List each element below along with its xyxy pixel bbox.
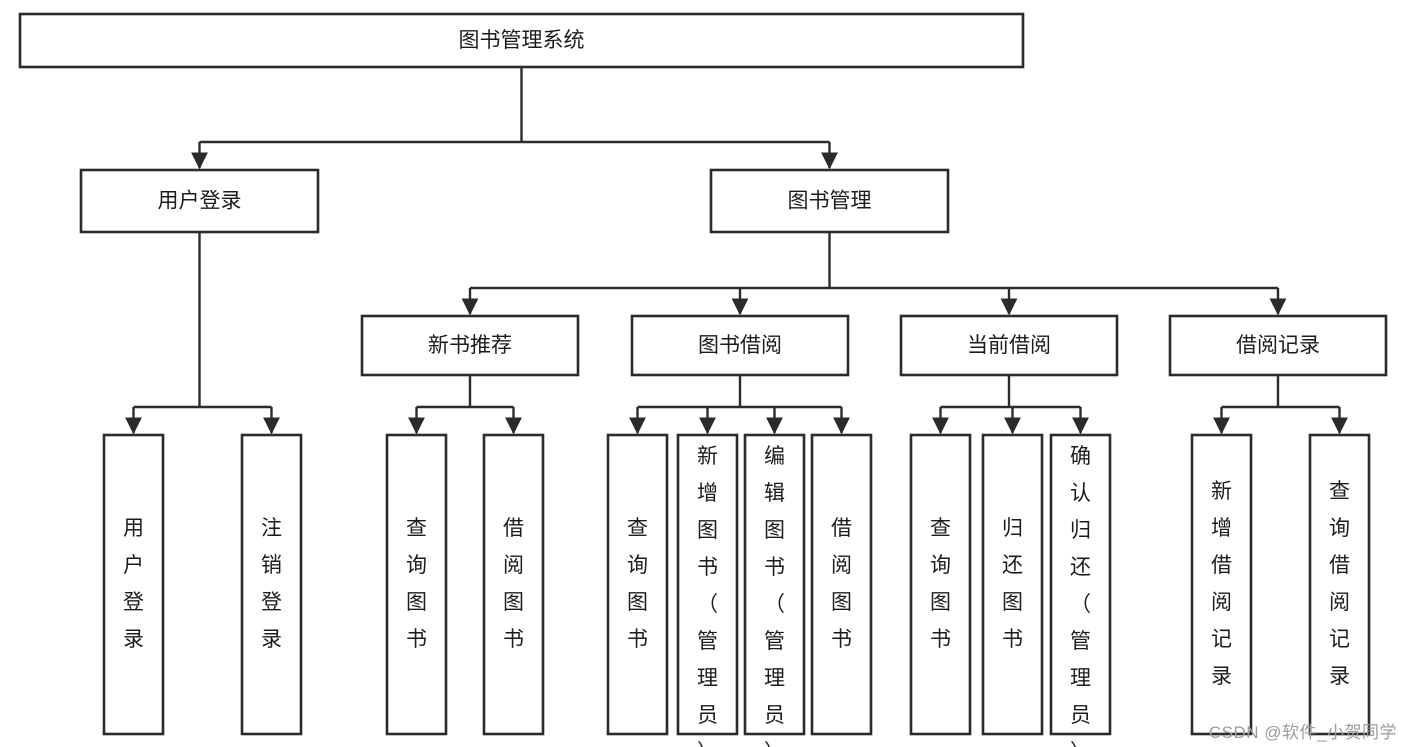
connector-layer	[125, 67, 1348, 435]
node-label-leaf4: 借阅图书	[503, 517, 524, 651]
node-box-leaf1[interactable]	[102, 433, 165, 736]
node-leaf5[interactable]: 查询图书	[606, 433, 669, 736]
node-label-leaf13: 查询借阅记录	[1329, 480, 1350, 688]
node-record[interactable]: 借阅记录	[1168, 314, 1388, 377]
node-box-leaf13[interactable]	[1308, 433, 1371, 736]
node-leaf2[interactable]: 注销登录	[240, 433, 303, 736]
node-leaf1[interactable]: 用户登录	[102, 433, 165, 736]
node-label-root: 图书管理系统	[459, 29, 585, 52]
node-label-leaf10: 归还图书	[1002, 517, 1023, 651]
node-login[interactable]: 用户登录	[79, 168, 320, 234]
node-root[interactable]: 图书管理系统	[18, 12, 1025, 69]
connector-group-login	[125, 232, 280, 435]
node-box-newbook[interactable]	[360, 314, 580, 377]
node-box-leaf4[interactable]	[482, 433, 545, 736]
node-label-leaf8: 借阅图书	[831, 517, 852, 651]
node-label-leaf9: 查询图书	[930, 517, 951, 651]
node-leaf3[interactable]: 查询图书	[385, 433, 448, 736]
node-leaf9[interactable]: 查询图书	[909, 433, 972, 736]
node-label-leaf6: 新增图书（管理员）	[697, 445, 718, 747]
node-leaf8[interactable]: 借阅图书	[810, 433, 873, 736]
node-label-login: 用户登录	[158, 190, 242, 213]
node-box-leaf5[interactable]	[606, 433, 669, 736]
node-box-record[interactable]	[1168, 314, 1388, 377]
node-label-bookmgmt: 图书管理	[788, 190, 872, 213]
node-label-leaf1: 用户登录	[123, 517, 144, 651]
node-newbook[interactable]: 新书推荐	[360, 314, 580, 377]
node-box-leaf3[interactable]	[385, 433, 448, 736]
node-label-leaf2: 注销登录	[261, 517, 282, 651]
node-box-leaf10[interactable]	[981, 433, 1044, 736]
node-box-leaf11[interactable]	[1049, 433, 1112, 736]
node-box-leaf2[interactable]	[240, 433, 303, 736]
node-box-bookmgmt[interactable]	[709, 168, 950, 234]
connector-group-borrow	[629, 375, 850, 435]
node-box-current[interactable]	[899, 314, 1119, 377]
node-label-leaf11: 确认归还（管理员）	[1070, 445, 1091, 747]
node-leaf4[interactable]: 借阅图书	[482, 433, 545, 736]
connector-group-root	[191, 67, 838, 170]
node-borrow[interactable]: 图书借阅	[630, 314, 850, 377]
node-label-borrow: 图书借阅	[698, 334, 782, 357]
node-box-borrow[interactable]	[630, 314, 850, 377]
node-label-leaf7: 编辑图书（管理员）	[764, 445, 785, 747]
node-box-leaf8[interactable]	[810, 433, 873, 736]
node-label-leaf5: 查询图书	[627, 517, 648, 651]
node-box-leaf12[interactable]	[1190, 433, 1253, 736]
node-leaf11[interactable]: 确认归还（管理员）	[1049, 433, 1112, 747]
node-leaf13[interactable]: 查询借阅记录	[1308, 433, 1371, 736]
connector-group-current	[932, 375, 1089, 435]
node-box-leaf7[interactable]	[743, 433, 806, 736]
connector-group-newbook	[408, 375, 522, 435]
node-label-current: 当前借阅	[967, 334, 1051, 357]
node-leaf7[interactable]: 编辑图书（管理员）	[743, 433, 806, 747]
node-current[interactable]: 当前借阅	[899, 314, 1119, 377]
node-leaf12[interactable]: 新增借阅记录	[1190, 433, 1253, 736]
connector-group-bookmgmt	[461, 232, 1287, 316]
node-box-login[interactable]	[79, 168, 320, 234]
node-label-leaf12: 新增借阅记录	[1211, 480, 1232, 688]
node-leaf10[interactable]: 归还图书	[981, 433, 1044, 736]
connector-group-record	[1213, 375, 1348, 435]
node-layer: 图书管理系统用户登录图书管理新书推荐图书借阅当前借阅借阅记录用户登录注销登录查询…	[18, 12, 1388, 747]
node-leaf6[interactable]: 新增图书（管理员）	[676, 433, 739, 747]
node-label-leaf3: 查询图书	[406, 517, 427, 651]
node-box-leaf9[interactable]	[909, 433, 972, 736]
node-bookmgmt[interactable]: 图书管理	[709, 168, 950, 234]
node-box-leaf6[interactable]	[676, 433, 739, 736]
node-box-root[interactable]	[18, 12, 1025, 69]
node-label-record: 借阅记录	[1236, 334, 1320, 357]
node-label-newbook: 新书推荐	[428, 334, 512, 357]
